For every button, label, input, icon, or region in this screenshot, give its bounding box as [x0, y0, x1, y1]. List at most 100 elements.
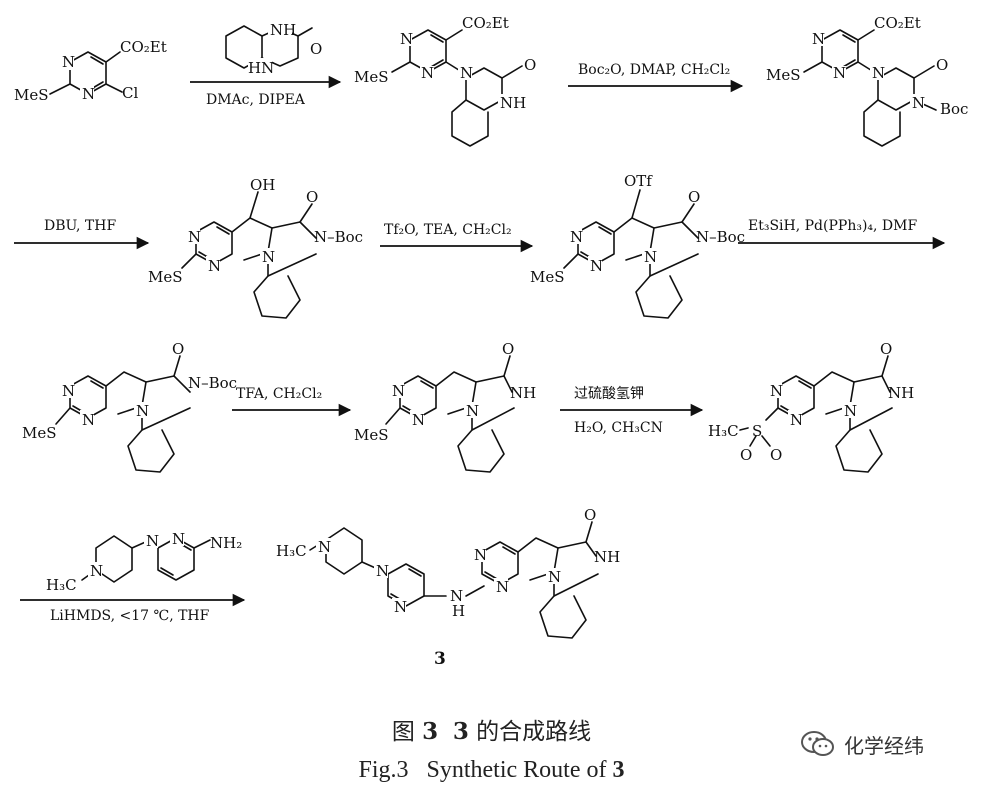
condition-step6: TFA, CH₂Cl₂ — [236, 386, 322, 402]
atom-n: N — [590, 257, 603, 275]
atom-n: N — [82, 411, 95, 429]
boc-label: Boc — [940, 100, 968, 118]
compound-number: 3 — [434, 649, 446, 669]
atom-n: N — [412, 411, 425, 429]
watermark-text: 化学经纬 — [844, 733, 924, 758]
triflate-label: OTf — [624, 172, 653, 190]
condition-step7a: 过硫酸氢钾 — [574, 386, 644, 402]
atom-n: N — [62, 382, 75, 400]
atom-n: N — [790, 411, 803, 429]
atom-n: N — [460, 64, 473, 82]
condition-step5: Et₃SiH, Pd(PPh₃)₄, DMF — [748, 218, 917, 234]
caption-en-prefix: Fig.3 — [358, 757, 409, 783]
atom-n: N — [262, 248, 275, 266]
chloro-label: Cl — [122, 84, 138, 102]
mes-label: MeS — [14, 86, 49, 104]
carbonyl-o: O — [310, 40, 322, 58]
methyl-label: H₃C — [276, 542, 307, 560]
boc-label: N–Boc — [314, 228, 363, 246]
carbonyl-o: O — [584, 506, 596, 524]
caption-cn-compound: 3 — [452, 718, 469, 745]
atom-n: N — [208, 257, 221, 275]
compound-1: N N MeS Cl CO₂Et — [14, 38, 167, 104]
atom-n: N — [146, 532, 159, 550]
atom-n: N — [172, 530, 185, 548]
atom-n: N — [188, 228, 201, 246]
atom-n: N — [644, 248, 657, 266]
compound-nh-tricycle: N N N O NH MeS — [354, 340, 536, 473]
mes-label: MeS — [22, 424, 57, 442]
atom-n: N — [812, 30, 825, 48]
amide-nh: NH — [594, 548, 620, 566]
compound-2: N N N MeS CO₂Et O NH — [354, 14, 536, 147]
amide-nh: NH — [888, 384, 914, 402]
caption-en-text: Synthetic Route of — [426, 757, 607, 783]
amide-nh: NH — [500, 94, 526, 112]
synthetic-scheme: N N MeS Cl CO₂Et NH HN O DMAc, DIPEA N N… — [14, 14, 968, 669]
condition-step3: DBU, THF — [44, 218, 116, 234]
atom-n: N — [90, 562, 103, 580]
condition-step2: Boc₂O, DMAP, CH₂Cl₂ — [578, 62, 730, 78]
caption-english: Fig.3 Synthetic Route of 3 — [0, 757, 983, 784]
carbonyl-o: O — [502, 340, 514, 358]
compound-boc-amide: N N N N MeS CO₂Et O Boc — [766, 14, 968, 147]
mes-label: MeS — [354, 426, 389, 444]
atom-n: N — [62, 53, 75, 71]
watermark: 化学经纬 — [800, 724, 924, 764]
condition-step4: Tf₂O, TEA, CH₂Cl₂ — [384, 222, 512, 238]
atom-n: N — [844, 402, 857, 420]
atom-n: N — [496, 578, 509, 596]
compound-triflate: N N N OTf O N–Boc MeS — [530, 172, 745, 319]
condition-step8: LiHMDS, <17 ℃, THF — [50, 608, 210, 624]
methyl-label: H₃C — [46, 576, 77, 594]
atom-h: H — [452, 602, 465, 620]
carbonyl-o: O — [524, 56, 536, 74]
amide-nh: NH — [510, 384, 536, 402]
atom-n: N — [136, 402, 149, 420]
mes-label: MeS — [148, 268, 183, 286]
atom-n: N — [82, 85, 95, 103]
atom-n: N — [548, 568, 561, 586]
reagent-spiro-piperazinone: NH HN O — [225, 20, 322, 77]
amine-nh: NH — [270, 21, 296, 39]
compound-3-product: N N N N H N N N O NH H₃C — [276, 506, 620, 639]
atom-n: N — [394, 598, 407, 616]
carbonyl-o: O — [880, 340, 892, 358]
sulfone-o: O — [740, 446, 752, 464]
carbonyl-o: O — [306, 188, 318, 206]
caption-cn-text: 的合成路线 — [476, 719, 592, 745]
mes-label: MeS — [530, 268, 565, 286]
boc-label: N–Boc — [696, 228, 745, 246]
condition-step1: DMAc, DIPEA — [206, 92, 306, 108]
atom-n: N — [833, 64, 846, 82]
caption-cn-prefix: 图 — [391, 719, 415, 745]
atom-n: N — [376, 562, 389, 580]
amine-hn: HN — [248, 59, 274, 77]
wechat-icon — [801, 731, 834, 756]
atom-n: N — [466, 402, 479, 420]
atom-n: N — [318, 538, 331, 556]
hydroxy-label: OH — [250, 176, 275, 194]
ester-label: CO₂Et — [874, 14, 921, 32]
compound-sulfone: N N N O NH H₃C S O O — [708, 340, 914, 473]
atom-n: N — [912, 94, 925, 112]
caption-chinese: 图 3 3 的合成路线 — [0, 712, 983, 746]
caption-cn-number: 3 — [422, 718, 439, 745]
mes-label: MeS — [766, 66, 801, 84]
carbonyl-o: O — [936, 56, 948, 74]
carbonyl-o: O — [172, 340, 184, 358]
reagent-aminopyridine: N N N H₃C NH₂ — [46, 530, 242, 594]
compound-boc-tricycle: N N N O N–Boc MeS — [22, 340, 237, 473]
atom-n: N — [450, 587, 463, 605]
carbonyl-o: O — [688, 188, 700, 206]
atom-n: N — [400, 30, 413, 48]
amino-label: NH₂ — [210, 534, 242, 552]
sulfur-label: S — [752, 422, 762, 440]
ester-label: CO₂Et — [462, 14, 509, 32]
atom-n: N — [421, 64, 434, 82]
caption-en-number: 3 — [612, 757, 625, 783]
atom-n: N — [392, 382, 405, 400]
methyl-label: H₃C — [708, 422, 739, 440]
ester-label: CO₂Et — [120, 38, 167, 56]
atom-n: N — [770, 382, 783, 400]
